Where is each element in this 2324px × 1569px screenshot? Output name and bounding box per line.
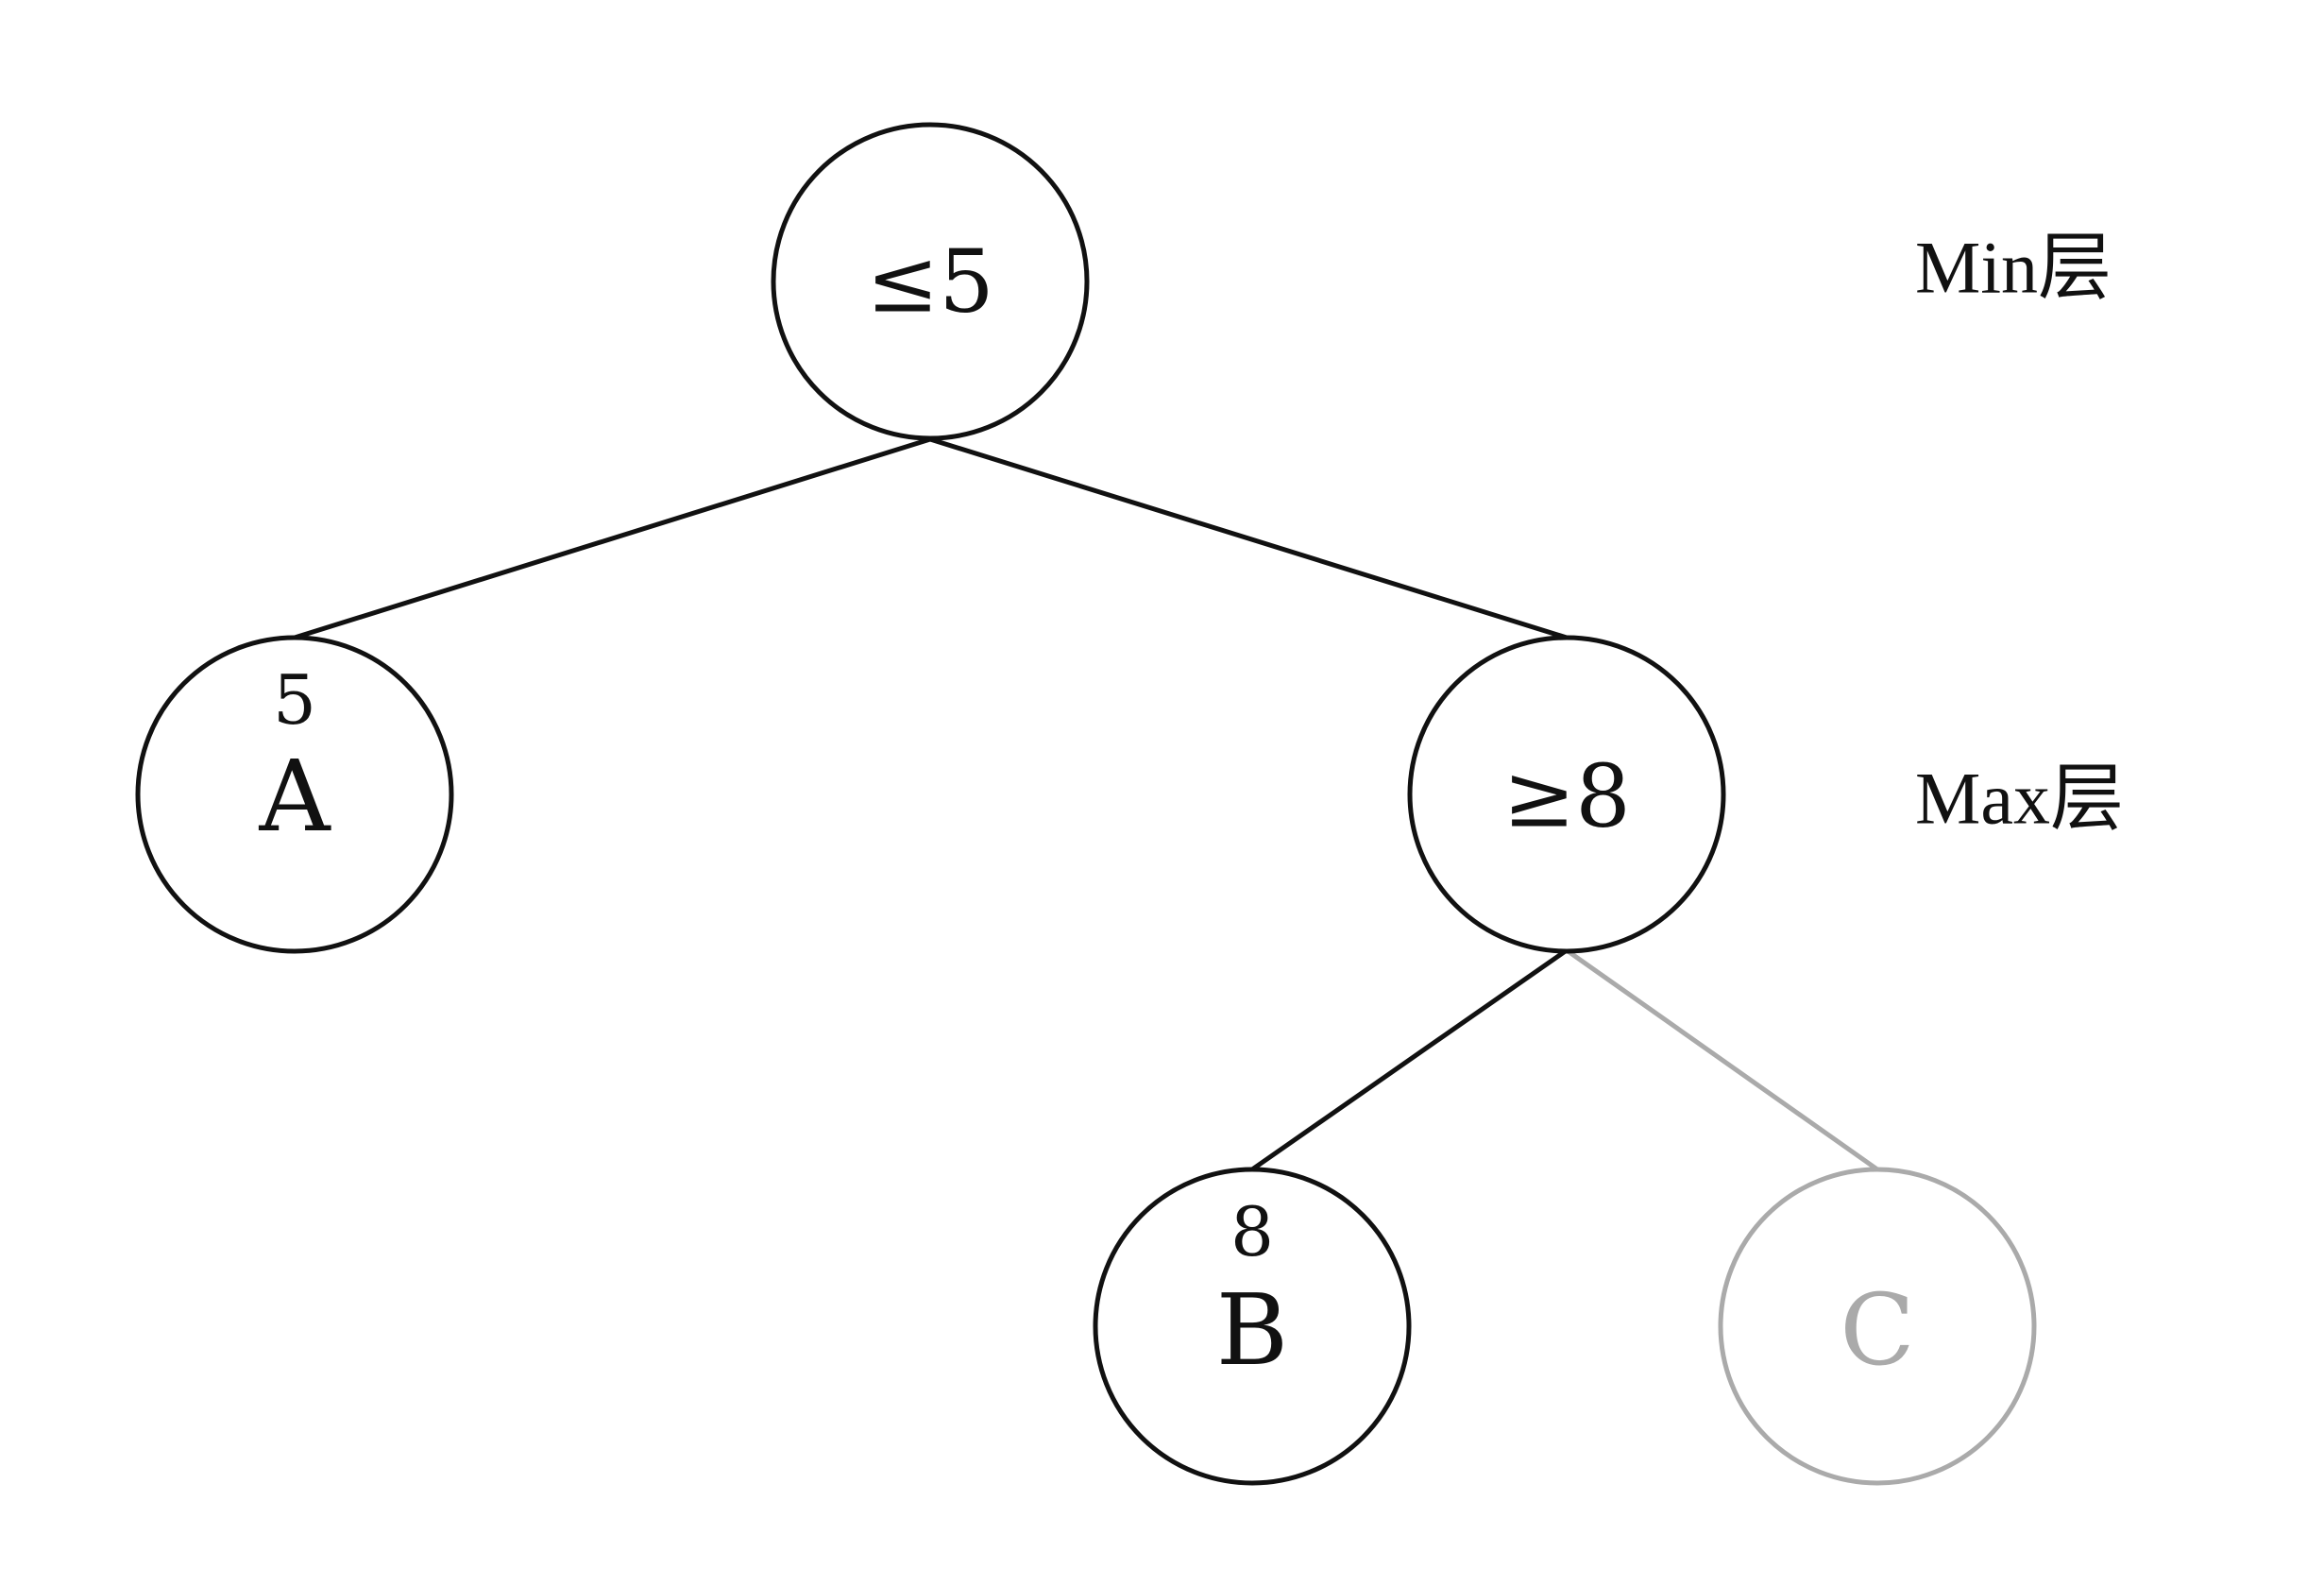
min-layer-label: Min层 [1915,227,2112,309]
node-a-label: A [258,739,331,854]
node-b: 8 B [1093,1167,1412,1486]
node-a-circle [135,635,454,954]
edge-root-to-a [292,436,933,640]
node-c: C [1718,1167,2037,1486]
node-root-label: ≤5 [866,231,994,333]
edge-root-to-max-node [927,436,1569,640]
node-b-value: 8 [1230,1192,1274,1271]
node-b-circle [1093,1167,1412,1486]
node-root-circle [771,122,1090,441]
max-layer-label: Max层 [1915,758,2124,840]
node-a: 5 A [135,635,454,954]
node-max: ≥8 [1407,635,1726,954]
node-max-circle [1407,635,1726,954]
node-c-circle [1718,1167,2037,1486]
edge-max-node-to-b [1249,947,1569,1172]
node-c-label: C [1840,1272,1915,1388]
node-max-label: ≥8 [1502,746,1631,847]
node-b-label: B [1216,1272,1288,1388]
node-a-value: 5 [273,660,316,740]
node-root: ≤5 [771,122,1090,441]
edge-max-node-to-c [1564,947,1880,1172]
edges [292,436,1880,1172]
